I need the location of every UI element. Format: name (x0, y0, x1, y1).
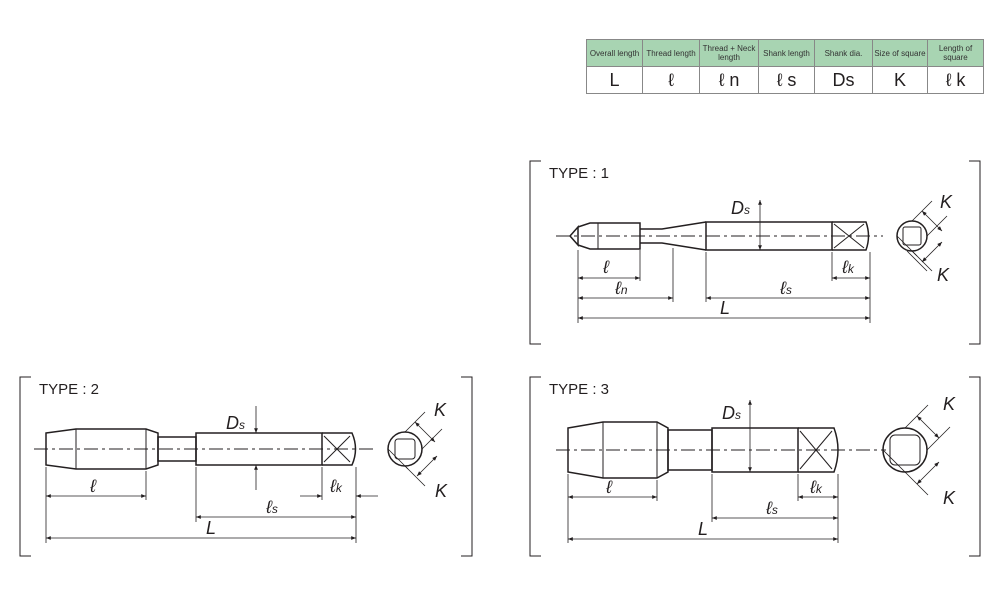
type-2-k-label-top: K (434, 400, 447, 420)
type-3-right-bracket (969, 376, 981, 557)
legend-header-shank-length: Shank length (758, 39, 815, 67)
type-1-L-label: L (720, 298, 730, 318)
legend-header-overall-length: Overall length (586, 39, 643, 67)
type-3-L-label: L (698, 519, 708, 539)
type-3-ls-label: ℓs (765, 498, 778, 518)
legend-header-thread-neck-length: Thread + Neck length (699, 39, 759, 67)
type-1-lk-label: ℓk (841, 257, 855, 277)
type-2-title: TYPE : 2 (39, 381, 99, 398)
type-1-panel: TYPE : 1 K K Ds (529, 160, 981, 345)
type-2-lk-label: ℓk (329, 476, 343, 496)
type-1-k-label-bottom: K (937, 265, 950, 285)
type-2-left-bracket (19, 376, 31, 557)
legend-symbol-l: ℓ (642, 66, 700, 94)
type-2-ds-label: Ds (226, 413, 245, 433)
type-3-title: TYPE : 3 (549, 381, 609, 398)
legend-symbol-row: L ℓ ℓ n ℓ s Ds K ℓ k (586, 66, 984, 94)
type-1-l-label: ℓ (602, 257, 610, 277)
type-3-k-label-bottom: K (943, 488, 956, 508)
type-1-tap-body (568, 221, 870, 251)
type-2-tap-body (45, 428, 357, 470)
legend-header-length-of-square: Length of square (927, 39, 984, 67)
legend-symbol-L: L (586, 66, 643, 94)
type-2-square-end-view: K K (387, 400, 448, 501)
type-3-k-label-top: K (943, 394, 956, 414)
type-2-k-label-bottom: K (435, 481, 448, 501)
legend-symbol-k: K (872, 66, 928, 94)
type-1-ls-label: ℓs (779, 278, 792, 298)
type-2-L-label: L (206, 518, 216, 538)
type-3-panel: TYPE : 3 K K Ds (529, 376, 981, 557)
type-3-left-bracket (529, 376, 541, 557)
legend-symbol-ln: ℓ n (699, 66, 759, 94)
legend-symbol-ls: ℓ s (758, 66, 815, 94)
legend-symbol-ds: Ds (814, 66, 873, 94)
type-3-square-end-view: K K (882, 394, 956, 508)
legend-symbol-lk: ℓ k (927, 66, 984, 94)
legend-header-shank-dia: Shank dia. (814, 39, 873, 67)
type-1-square-end-view: K K (896, 192, 953, 285)
type-3-l-label: ℓ (605, 477, 613, 497)
legend-header-row: Overall length Thread length Thread + Ne… (586, 39, 984, 67)
type-3-ds-label: Ds (722, 403, 741, 423)
dimension-legend-table: Overall length Thread length Thread + Ne… (586, 39, 984, 94)
type-2-panel: TYPE : 2 K K Ds (19, 376, 473, 557)
type-1-ds-label: Ds (731, 198, 750, 218)
type-3-tap-body (567, 421, 839, 479)
type-3-lk-label: ℓk (809, 477, 823, 497)
type-2-ls-label: ℓs (265, 497, 278, 517)
legend-header-size-of-square: Size of square (872, 39, 928, 67)
type-2-right-bracket (461, 376, 473, 557)
type-1-title: TYPE : 1 (549, 165, 609, 182)
type-1-left-bracket (529, 160, 541, 345)
type-1-right-bracket (969, 160, 981, 345)
type-1-ln-label: ℓn (614, 278, 628, 298)
type-2-l-label: ℓ (89, 476, 97, 496)
type-1-k-label-top: K (940, 192, 953, 212)
